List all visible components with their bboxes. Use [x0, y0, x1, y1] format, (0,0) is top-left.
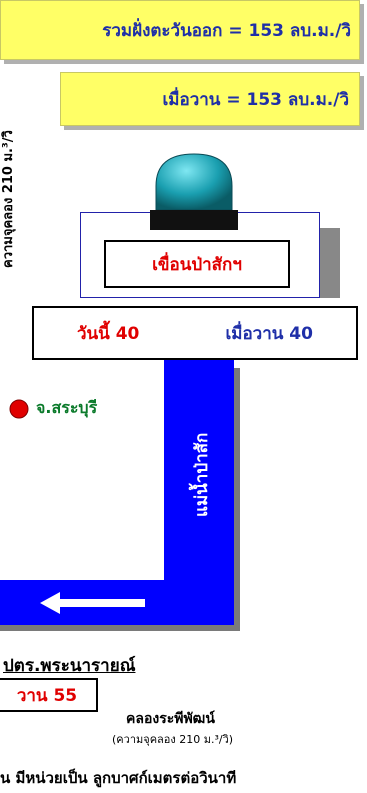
- river-shadow-bottom: [0, 625, 240, 631]
- beacon-icon: [150, 150, 238, 232]
- river-shadow: [234, 368, 240, 631]
- regulator-yesterday-value: วาน 55: [16, 685, 78, 706]
- canal-capacity: (ความจุคลอง 210 ม.³/วิ): [112, 733, 234, 746]
- regulator-name: ปตร.พระนารายณ์: [3, 656, 136, 676]
- regulator-value-box: วาน 55: [0, 678, 98, 712]
- dam-yesterday-label: เมื่อวาน 40: [225, 323, 313, 344]
- yesterday-total-label: เมื่อวาน = 153 ลบ.ม./วิ: [162, 89, 349, 110]
- dam-name: เขื่อนป่าสักฯ: [152, 254, 242, 275]
- east-total-box: รวมฝั่งตะวันออก = 153 ลบ.ม./วิ: [0, 0, 360, 60]
- left-canal-capacity: ความจุคลอง 210 ม.³/วิ: [1, 130, 16, 268]
- province-name: จ.สระบุรี: [36, 398, 98, 417]
- east-total-label: รวมฝั่งตะวันออก = 153 ลบ.ม./วิ: [102, 20, 351, 41]
- dam-today-label: วันนี้ 40: [77, 323, 140, 344]
- province-marker-icon: [8, 398, 30, 420]
- dam-name-box: เขื่อนป่าสักฯ: [104, 240, 290, 288]
- flow-left-arrow-icon: [40, 592, 145, 614]
- unit-footnote: น มีหน่วยเป็น ลูกบาศก์เมตรต่อวินาที: [0, 769, 237, 787]
- river-label: แม่น้ำป่าสัก: [192, 432, 212, 518]
- dam-flow-box: วันนี้ 40 เมื่อวาน 40: [32, 306, 358, 360]
- yesterday-total-box: เมื่อวาน = 153 ลบ.ม./วิ: [60, 72, 360, 126]
- canal-name: คลองระพีพัฒน์: [126, 711, 215, 727]
